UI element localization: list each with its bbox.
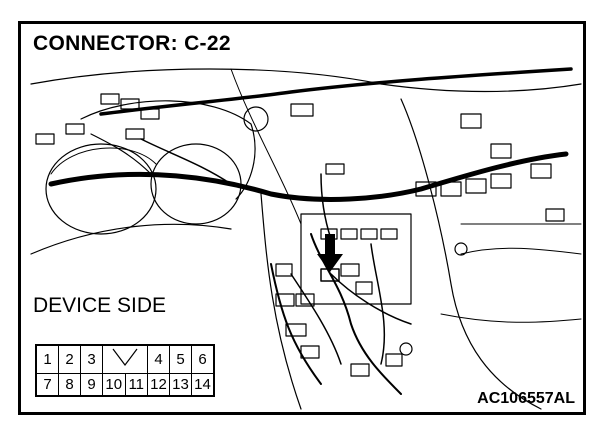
page-title: CONNECTOR: C-22 [33, 32, 231, 55]
pin-cell: 4 [147, 344, 170, 374]
pin-cell: 13 [169, 373, 192, 397]
pin-cell: 7 [35, 373, 59, 397]
pin-row: 7 8 9 10 11 12 13 14 [35, 373, 215, 397]
pin-cell: 3 [80, 344, 103, 374]
grommet [243, 106, 269, 132]
gauge-left [45, 143, 157, 235]
connector-box [300, 213, 412, 305]
connector-pin-layout: 1 2 3 4 5 6 7 8 9 10 11 12 13 14 [35, 344, 215, 397]
side-label: DEVICE SIDE [33, 294, 167, 317]
pin-cell: 2 [58, 344, 81, 374]
pin-cell: 1 [35, 344, 59, 374]
pin-cell: 8 [58, 373, 81, 397]
pin-cell: 11 [124, 373, 148, 397]
wiring-illustration [30, 67, 582, 410]
pin-cell: 9 [80, 373, 103, 397]
pin-cell: 10 [102, 373, 126, 397]
dashboard-outline [30, 68, 582, 93]
key-notch-icon [112, 348, 138, 366]
dashboard-lower-edge [30, 223, 232, 255]
main-harness [48, 151, 569, 202]
key-notch [102, 345, 148, 374]
pin-cell: 5 [169, 344, 192, 374]
pin-cell: 14 [191, 373, 215, 397]
pin-cell: 6 [191, 344, 215, 374]
pin-row: 1 2 3 4 5 6 [35, 344, 215, 374]
arrow-icon [317, 234, 343, 272]
pin-cell: 12 [147, 373, 170, 397]
upper-harness [99, 67, 573, 116]
diagram-frame: CONNECTOR: C-22 DEVICE SIDE 1 2 3 4 5 6 … [18, 21, 586, 415]
figure-code: AC106557AL [477, 390, 575, 407]
